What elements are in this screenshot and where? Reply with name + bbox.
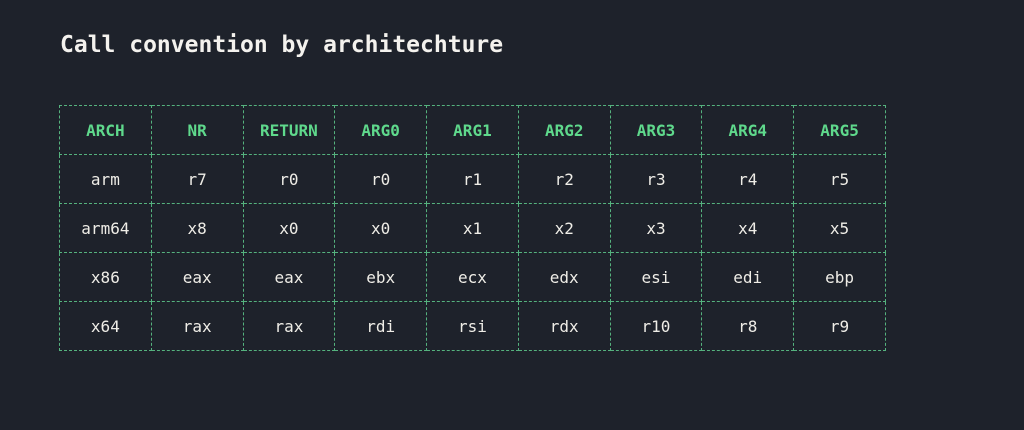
header-row: ARCH NR RETURN ARG0 ARG1 ARG2 ARG3 ARG4 … [59, 105, 886, 155]
table-cell: edx [517, 252, 611, 302]
table-cell: x3 [609, 203, 703, 253]
table-cell: x4 [701, 203, 795, 253]
table-cell: r0 [242, 154, 336, 204]
table-cell: x8 [150, 203, 244, 253]
column-header-arg4: ARG4 [701, 105, 795, 155]
page-title: Call convention by architechture [60, 32, 504, 58]
column-header-nr: NR [150, 105, 244, 155]
table-cell: r8 [701, 301, 795, 351]
table-cell: r10 [609, 301, 703, 351]
table-cell: x0 [242, 203, 336, 253]
table-cell: rax [242, 301, 336, 351]
table-cell: x0 [334, 203, 428, 253]
table-cell: r5 [793, 154, 886, 204]
table-cell: rdx [517, 301, 611, 351]
table-cell: ecx [426, 252, 519, 302]
table-cell: rax [150, 301, 244, 351]
table-cell: rsi [426, 301, 519, 351]
table-cell: ebx [334, 252, 428, 302]
table-cell: r3 [609, 154, 703, 204]
table-cell: r0 [334, 154, 428, 204]
column-header-arch: ARCH [59, 105, 152, 155]
table-cell: x2 [517, 203, 611, 253]
table-cell: rdi [334, 301, 428, 351]
table-row-arm: arm r7 r0 r0 r1 r2 r3 r4 r5 [59, 154, 886, 204]
table-row-x64: x64 rax rax rdi rsi rdx r10 r8 r9 [59, 301, 886, 351]
column-header-arg5: ARG5 [793, 105, 886, 155]
column-header-return: RETURN [242, 105, 336, 155]
table-row-arm64: arm64 x8 x0 x0 x1 x2 x3 x4 x5 [59, 203, 886, 253]
column-header-arg1: ARG1 [426, 105, 519, 155]
table-cell: x64 [59, 301, 152, 351]
table-cell: eax [150, 252, 244, 302]
table-cell: edi [701, 252, 795, 302]
call-convention-table: ARCH NR RETURN ARG0 ARG1 ARG2 ARG3 ARG4 … [59, 105, 886, 351]
table-cell: x86 [59, 252, 152, 302]
table-cell: r7 [150, 154, 244, 204]
table-cell: ebp [793, 252, 886, 302]
column-header-arg0: ARG0 [334, 105, 428, 155]
table-row-x86: x86 eax eax ebx ecx edx esi edi ebp [59, 252, 886, 302]
column-header-arg2: ARG2 [517, 105, 611, 155]
table-cell: r9 [793, 301, 886, 351]
table-cell: eax [242, 252, 336, 302]
table-cell: x1 [426, 203, 519, 253]
table-cell: r2 [517, 154, 611, 204]
column-header-arg3: ARG3 [609, 105, 703, 155]
table-cell: r1 [426, 154, 519, 204]
table-cell: arm64 [59, 203, 152, 253]
table-cell: esi [609, 252, 703, 302]
table-cell: arm [59, 154, 152, 204]
table-cell: x5 [793, 203, 886, 253]
table-cell: r4 [701, 154, 795, 204]
